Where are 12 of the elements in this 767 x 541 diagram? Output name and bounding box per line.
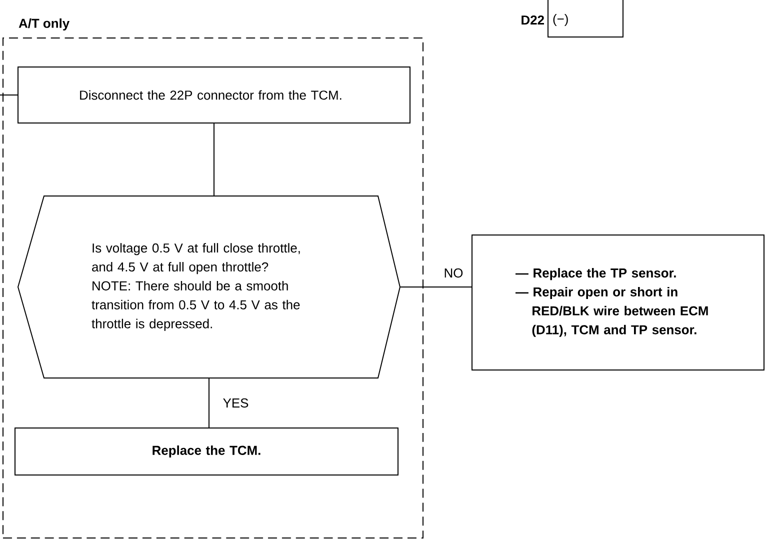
process-box: — Replace the TP sensor. — Repair open or short in RED/BLK wire between ECM (D11), TCM and TP sensor. bbox=[472, 234, 764, 370]
edge-label: YES bbox=[222, 397, 250, 409]
decision-hexagon: Is voltage 0.5 V at full close throttle, and 4.5 V at full open throttle? NOTE: There should be a smooth transition from 0.5 V to 4.5 V as the throttle is depressed. bbox=[18, 195, 401, 378]
connector-box: (−) bbox=[548, 0, 624, 38]
connector-line bbox=[400, 286, 472, 288]
node-label: A/T only bbox=[18, 18, 70, 30]
process-box: Replace the TCM. bbox=[14, 427, 398, 476]
connector-label: D22 bbox=[522, 15, 544, 24]
edge-label: NO bbox=[442, 267, 464, 279]
connector-line bbox=[0, 94, 18, 96]
connector-line bbox=[208, 378, 210, 428]
process-box: Disconnect the 22P connector from the TCM. bbox=[18, 66, 410, 124]
